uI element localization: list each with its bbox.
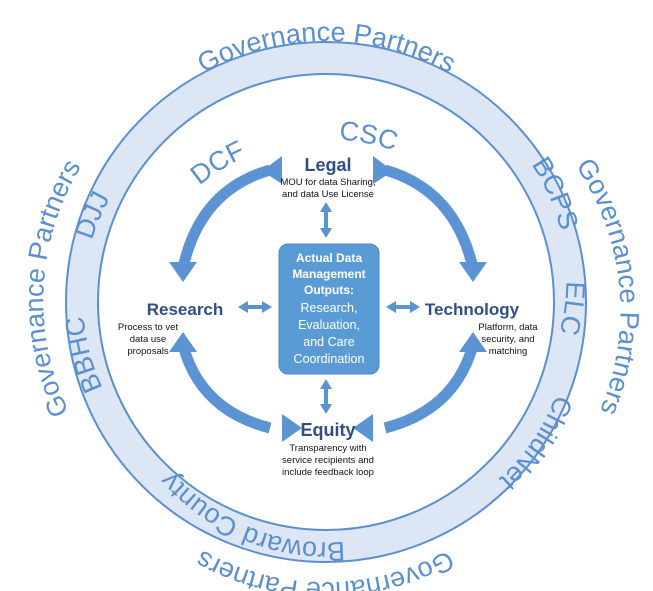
- arrowhead-research-top: [169, 262, 197, 282]
- connector-legal-head-bottom: [320, 228, 332, 238]
- technology-desc-3: matching: [489, 346, 528, 357]
- arrowhead-legal-left: [262, 156, 282, 184]
- node-equity: Equity Transparency with service recipie…: [282, 420, 374, 478]
- cycle-arrowheads: [169, 156, 487, 442]
- node-technology: Technology Platform, data security, and …: [425, 300, 538, 357]
- legal-title: Legal: [304, 155, 351, 175]
- node-legal: Legal MOU for data Sharing, and data Use…: [280, 155, 375, 200]
- center-line-5: Evaluation,: [298, 318, 360, 332]
- arrowhead-research-bottom: [169, 332, 197, 352]
- arrowhead-equity-left: [282, 414, 302, 442]
- research-desc-3: proposals: [127, 346, 168, 357]
- center-line-4: Research,: [301, 301, 358, 315]
- technology-desc-1: Platform, data: [478, 322, 538, 333]
- research-desc-1: Process to vet: [118, 322, 179, 333]
- connector-technology-head-left: [386, 301, 396, 313]
- node-research: Research Process to vet data use proposa…: [118, 300, 223, 357]
- connector-equity-head-top: [320, 379, 332, 389]
- arrow-legal-research: [177, 164, 272, 270]
- center-line-2: Management: [292, 267, 365, 281]
- connector-research-head-right: [262, 301, 272, 313]
- center-line-6: and Care: [303, 335, 354, 349]
- connector-legal-head-top: [320, 202, 332, 212]
- cycle-arrows: [177, 164, 479, 434]
- equity-desc-2: service recipients and: [282, 455, 374, 466]
- arrowhead-technology-top: [459, 262, 487, 282]
- arrow-research-equity: [177, 343, 272, 434]
- center-box-text: Actual Data Management Outputs: Research…: [292, 251, 365, 366]
- technology-title: Technology: [425, 300, 520, 319]
- connector-equity-head-bottom: [320, 404, 332, 414]
- legal-desc-1: MOU for data Sharing,: [280, 177, 375, 188]
- center-box: [278, 243, 380, 375]
- center-line-1: Actual Data: [296, 251, 362, 265]
- connector-technology-head-right: [410, 301, 420, 313]
- arrowhead-technology-bottom: [459, 332, 487, 352]
- equity-desc-3: include feedback loop: [282, 467, 374, 478]
- center-connectors: [238, 202, 420, 414]
- legal-desc-2: and data Use License: [282, 189, 374, 200]
- arrow-technology-equity: [383, 343, 479, 434]
- arrowhead-legal-right: [373, 156, 393, 184]
- arrow-legal-technology: [383, 164, 479, 270]
- research-title: Research: [147, 300, 224, 319]
- technology-desc-2: security, and: [481, 334, 534, 345]
- equity-title: Equity: [300, 420, 355, 440]
- connector-research-head-left: [238, 301, 248, 313]
- equity-desc-1: Transparency with: [289, 443, 366, 454]
- center-line-7: Coordination: [294, 352, 365, 366]
- center-line-3: Outputs:: [304, 283, 354, 297]
- research-desc-2: data use: [130, 334, 166, 345]
- arrowhead-equity-right: [353, 414, 373, 442]
